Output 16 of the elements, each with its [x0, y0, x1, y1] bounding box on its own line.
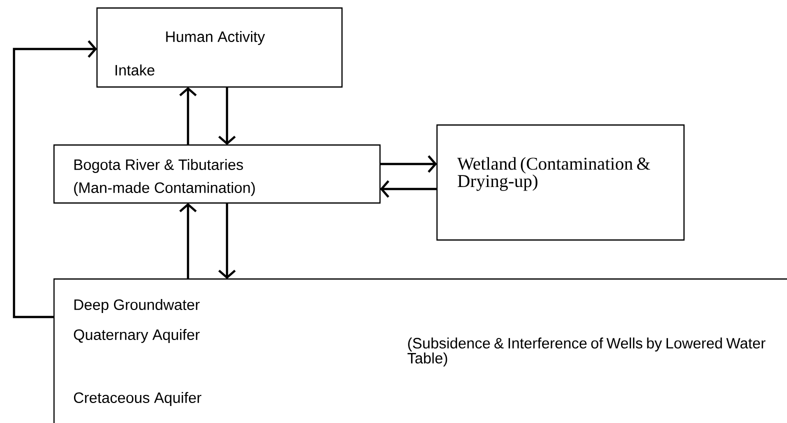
- box-text: Wetland (Contamination & Drying-up): [457, 157, 650, 191]
- arrow: [380, 180, 437, 198]
- box-text: Deep Groundwater: [74, 299, 200, 313]
- arrow: [179, 87, 197, 145]
- arrow: [12, 40, 97, 318]
- box-text: (Subsidence & Interference of Wells by Lowered Water Table): [408, 338, 766, 366]
- box-text: Human Activity: [166, 31, 265, 45]
- box-text: Intake: [116, 64, 154, 76]
- box-text: Quaternary Aquifer: [74, 329, 200, 343]
- arrow: [218, 203, 236, 279]
- box-text: Bogota River & Tibutaries: [74, 159, 243, 173]
- arrow: [218, 87, 236, 145]
- arrow: [179, 203, 197, 279]
- box-text: (Man-made Contamination): [74, 182, 255, 196]
- box-text: Cretaceous Aquifer: [74, 392, 202, 406]
- arrow: [380, 155, 437, 173]
